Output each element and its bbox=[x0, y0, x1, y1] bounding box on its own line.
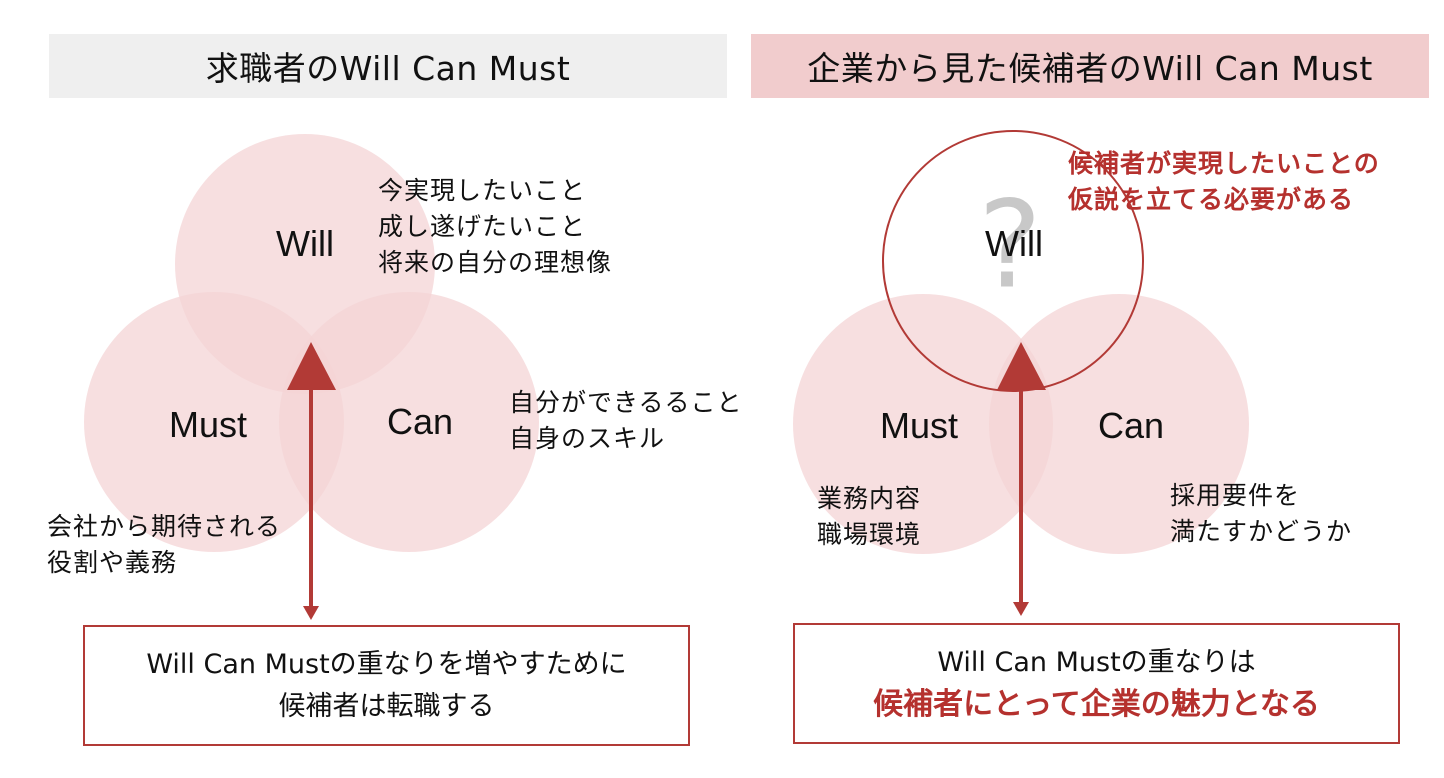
left-will-note: 将来の自分の理想像 bbox=[378, 248, 613, 277]
right-must-circle bbox=[793, 294, 1053, 554]
left-must-note: 役割や義務 bbox=[47, 548, 178, 577]
right-must-note: 業務内容 bbox=[817, 484, 922, 513]
left-can-note: 自分ができるること bbox=[509, 388, 743, 417]
left-venn bbox=[84, 134, 539, 620]
right-overlap-triangle bbox=[997, 342, 1046, 390]
left-will-notes: 今実現したいこと 成し遂げたいこと 将来の自分の理想像 bbox=[378, 173, 612, 281]
left-will-label: Will bbox=[276, 223, 334, 264]
right-header: 企業から見た候補者のWill Can Must bbox=[751, 34, 1429, 98]
right-must-notes: 業務内容 職場環境 bbox=[817, 481, 921, 553]
right-can-label: Can bbox=[1097, 405, 1165, 446]
right-can-note: 満たすかどうか bbox=[1170, 517, 1353, 546]
right-result-line-2: 候補者にとって企業の魅力となる bbox=[873, 686, 1320, 722]
right-result-line-1: Will Can Mustの重なりは bbox=[937, 646, 1256, 678]
right-will-label: Will bbox=[985, 223, 1043, 264]
left-header: 求職者のWill Can Must bbox=[49, 34, 727, 98]
question-mark-icon: ? bbox=[978, 176, 1042, 316]
right-can-note: 採用要件を bbox=[1170, 481, 1301, 510]
right-result-box: Will Can Mustの重なりは 候補者にとって企業の魅力となる bbox=[793, 623, 1400, 744]
left-can-label: Can bbox=[386, 401, 454, 442]
left-can-note: 自身のスキル bbox=[509, 424, 666, 453]
right-must-label: Must bbox=[879, 405, 959, 446]
left-will-note: 今実現したいこと bbox=[378, 176, 587, 205]
right-will-note: 候補者が実現したいことの bbox=[1068, 149, 1380, 178]
right-will-notes: 候補者が実現したいことの 仮説を立てる必要がある bbox=[1068, 146, 1380, 218]
right-will-note: 仮説を立てる必要がある bbox=[1068, 185, 1355, 214]
left-result-box: Will Can Mustの重なりを増やすために 候補者は転職する bbox=[83, 625, 690, 746]
right-venn bbox=[793, 130, 1249, 616]
left-must-circle bbox=[84, 292, 344, 552]
left-must-notes: 会社から期待される 役割や義務 bbox=[47, 509, 281, 581]
left-result-line: Will Can Mustの重なりを増やすために bbox=[146, 648, 627, 680]
left-can-notes: 自分ができるること 自身のスキル bbox=[509, 385, 743, 457]
right-arrow-head bbox=[1013, 602, 1029, 616]
left-must-note: 会社から期待される bbox=[47, 512, 282, 541]
right-can-circle bbox=[989, 294, 1249, 554]
right-can-notes: 採用要件を 満たすかどうか bbox=[1170, 478, 1352, 550]
right-must-note: 職場環境 bbox=[817, 520, 922, 549]
left-result-line: 候補者は転職する bbox=[278, 690, 495, 722]
left-will-note: 成し遂げたいこと bbox=[378, 212, 587, 241]
left-must-label: Must bbox=[168, 404, 248, 445]
right-will-circle bbox=[882, 130, 1144, 392]
left-can-circle bbox=[279, 292, 539, 552]
left-overlap-triangle bbox=[287, 342, 336, 390]
left-arrow-head bbox=[303, 606, 319, 620]
